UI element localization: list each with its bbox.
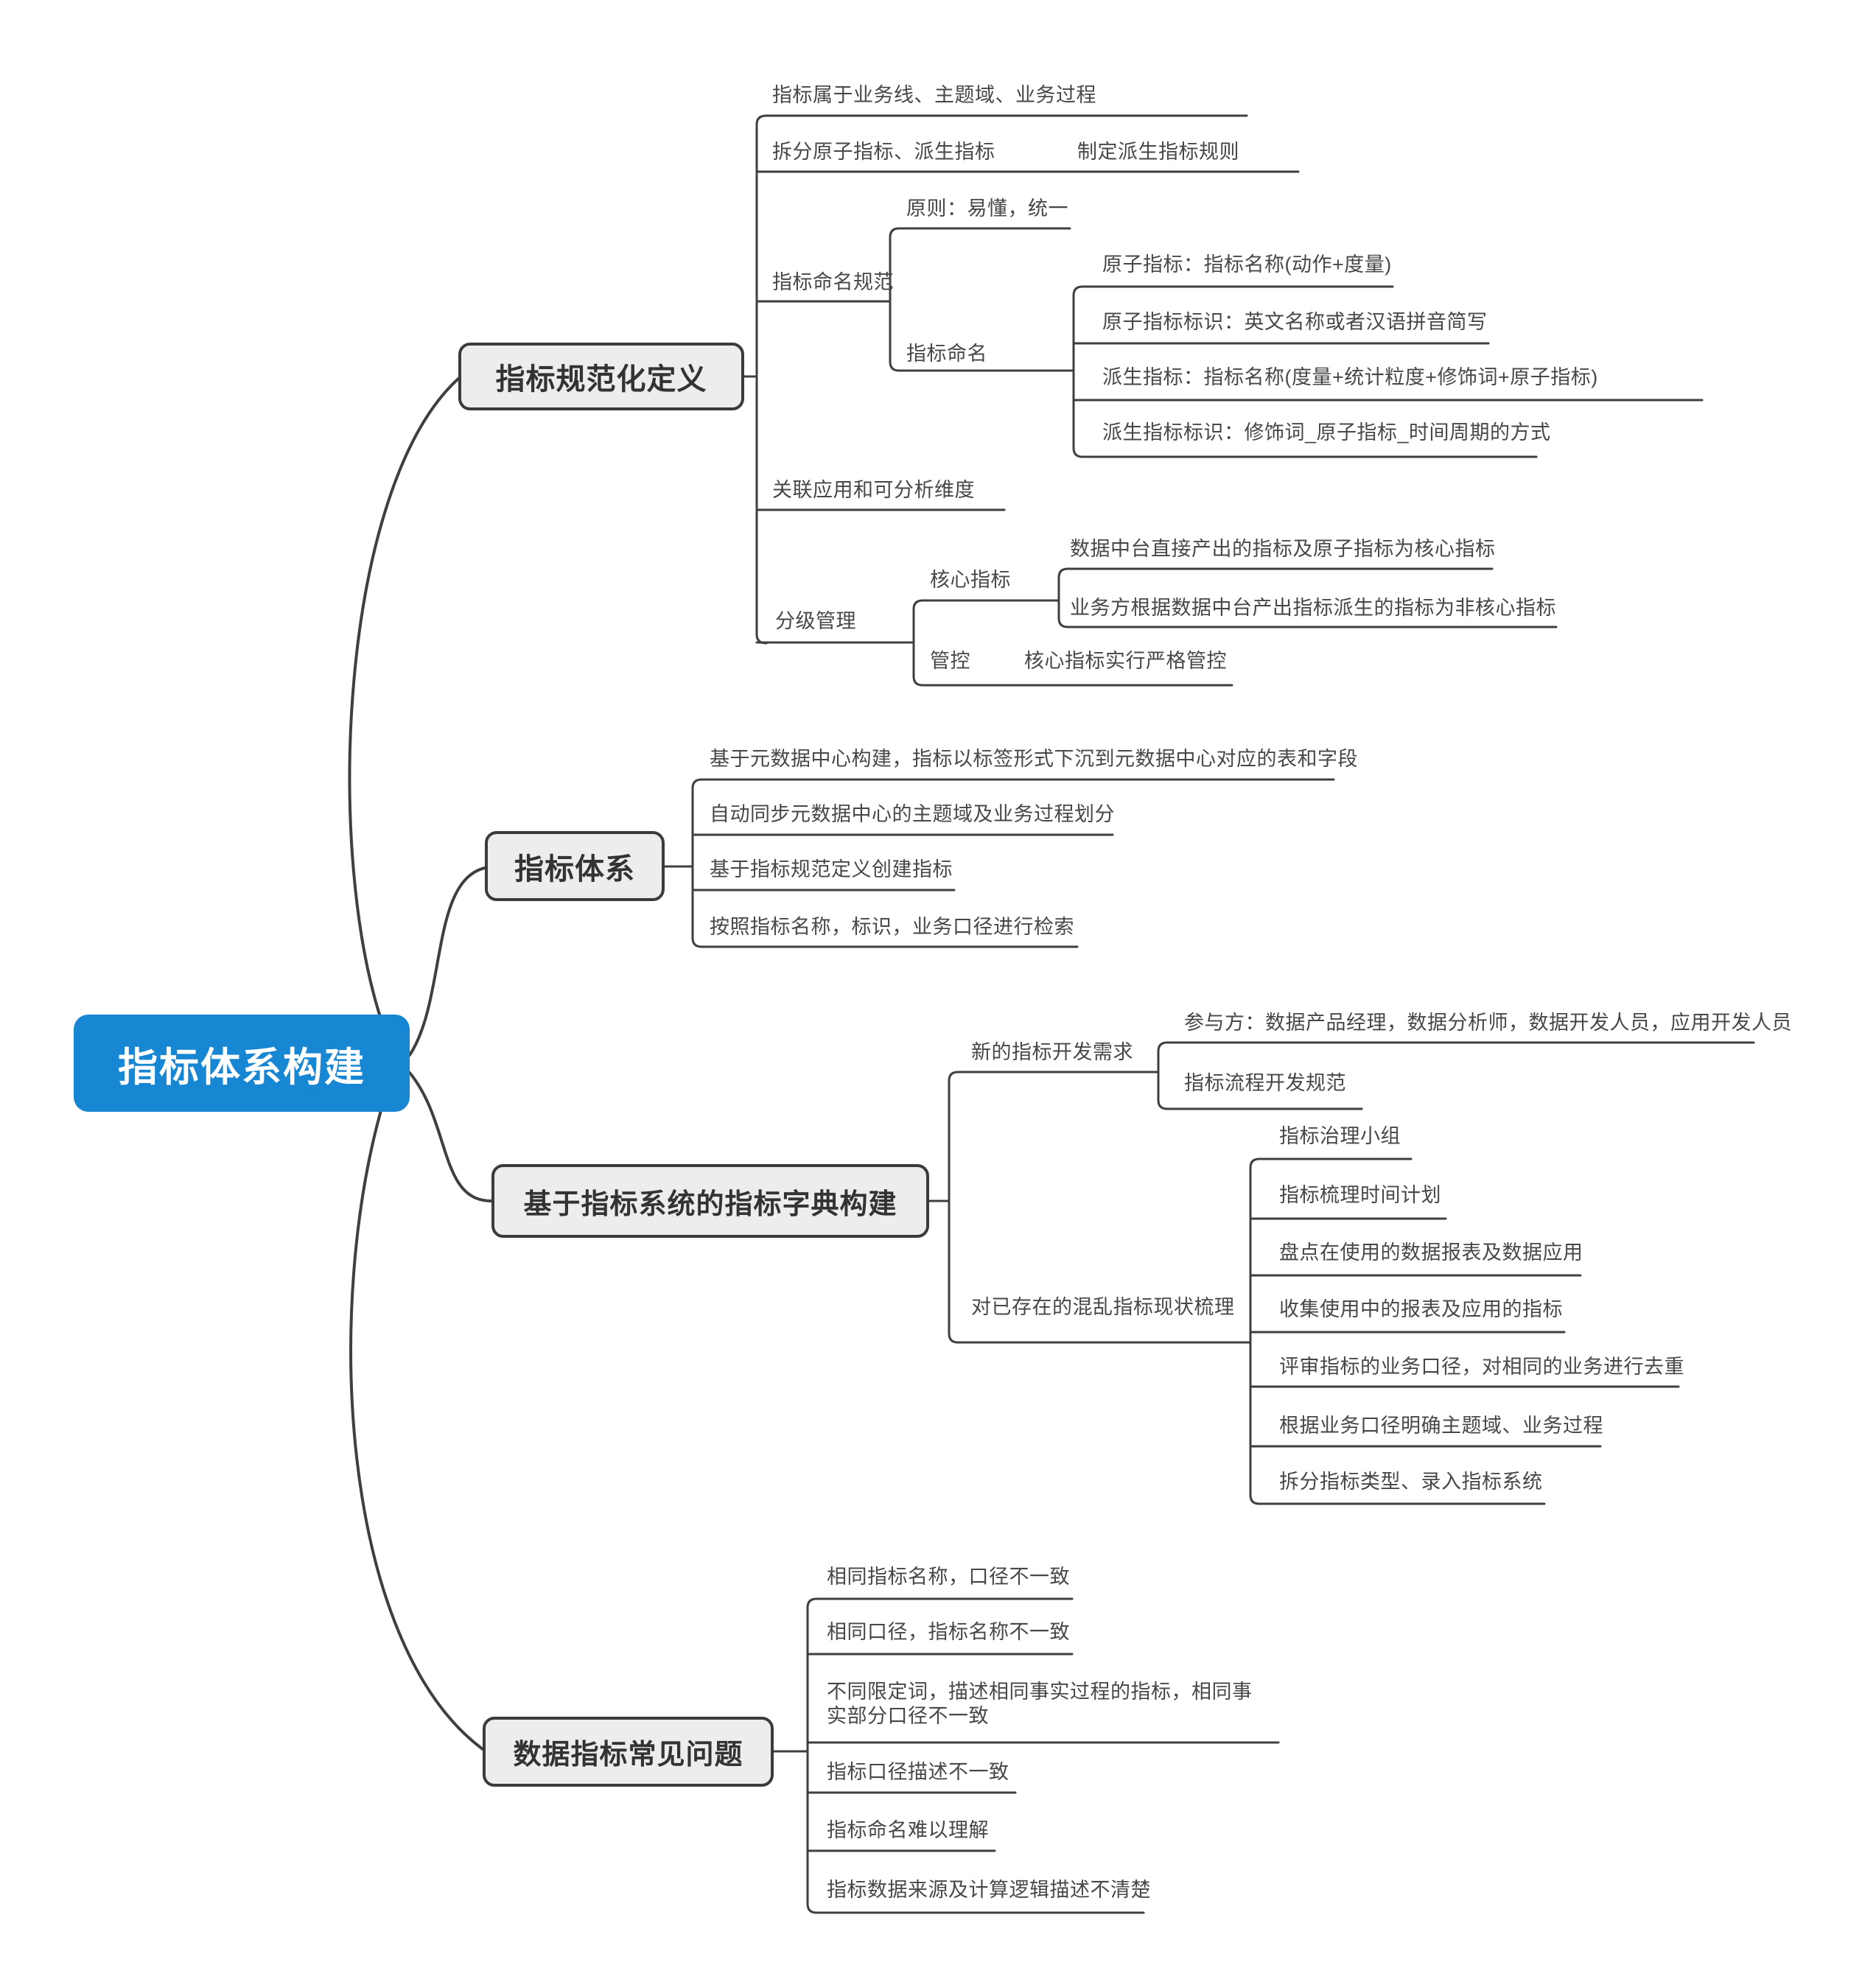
topic-derived-indicator[interactable]: 派生指标：指标名称(度量+统计粒度+修饰词+原子指标) xyxy=(1102,366,1598,388)
branch2-connector-lines xyxy=(663,778,1335,948)
topic-dev-spec[interactable]: 指标流程开发规范 xyxy=(1184,1072,1346,1094)
branch1-connector-lines xyxy=(743,114,1704,687)
topic-problem-3[interactable]: 不同限定词，描述相同事实过程的指标，相同事实部分口径不一致 xyxy=(827,1681,1253,1727)
topic-participants[interactable]: 参与方：数据产品经理，数据分析师，数据开发人员，应用开发人员 xyxy=(1184,1012,1792,1034)
branch-indicator-system[interactable]: 指标体系 xyxy=(485,831,665,901)
root-topic[interactable]: 指标体系构建 xyxy=(74,1015,410,1112)
topic-problem-6[interactable]: 指标数据来源及计算逻辑描述不清楚 xyxy=(827,1879,1151,1901)
topic-step-2[interactable]: 指标梳理时间计划 xyxy=(1279,1184,1441,1206)
topic-sync-metadata[interactable]: 自动同步元数据中心的主题域及业务过程划分 xyxy=(710,803,1115,825)
topic-core-def-2[interactable]: 业务方根据数据中台产出指标派生的指标为非核心指标 xyxy=(1070,597,1556,619)
topic-derived-id[interactable]: 派生指标标识：修饰词_原子指标_时间周期的方式 xyxy=(1102,421,1551,444)
topic-atomic-indicator[interactable]: 原子指标：指标名称(动作+度量) xyxy=(1102,253,1392,276)
topic-derive-rule[interactable]: 制定派生指标规则 xyxy=(1077,141,1239,163)
topic-step-6[interactable]: 根据业务口径明确主题域、业务过程 xyxy=(1279,1415,1603,1437)
topic-related-dimensions[interactable]: 关联应用和可分析维度 xyxy=(772,479,975,501)
topic-problem-1[interactable]: 相同指标名称，口径不一致 xyxy=(827,1566,1070,1588)
topic-step-1[interactable]: 指标治理小组 xyxy=(1279,1125,1401,1147)
branch3-connector-lines xyxy=(928,1041,1755,1505)
topic-naming-spec[interactable]: 指标命名规范 xyxy=(772,271,894,293)
topic-problem-5[interactable]: 指标命名难以理解 xyxy=(827,1819,989,1841)
branch4-connector-lines xyxy=(772,1597,1280,1914)
topic-step-5[interactable]: 评审指标的业务口径，对相同的业务进行去重 xyxy=(1279,1356,1684,1378)
topic-problem-4[interactable]: 指标口径描述不一致 xyxy=(827,1761,1009,1783)
topic-search[interactable]: 按照指标名称，标识，业务口径进行检索 xyxy=(710,916,1074,938)
topic-core-indicator[interactable]: 核心指标 xyxy=(930,569,1011,591)
topic-control-rule[interactable]: 核心指标实行严格管控 xyxy=(1024,650,1227,672)
topic-problem-2[interactable]: 相同口径，指标名称不一致 xyxy=(827,1621,1070,1643)
topic-business-line[interactable]: 指标属于业务线、主题域、业务过程 xyxy=(772,84,1096,106)
topic-create-by-spec[interactable]: 基于指标规范定义创建指标 xyxy=(710,858,953,880)
branch-standardized-definition[interactable]: 指标规范化定义 xyxy=(458,343,744,410)
topic-step-3[interactable]: 盘点在使用的数据报表及数据应用 xyxy=(1279,1241,1583,1264)
topic-new-dev[interactable]: 新的指标开发需求 xyxy=(971,1041,1133,1063)
topic-split-indicators[interactable]: 拆分原子指标、派生指标 xyxy=(772,141,995,163)
topic-grading[interactable]: 分级管理 xyxy=(775,610,856,632)
root-branch-curves xyxy=(348,377,493,1751)
topic-step-7[interactable]: 拆分指标类型、录入指标系统 xyxy=(1279,1471,1543,1493)
topic-cleanup[interactable]: 对已存在的混乱指标现状梳理 xyxy=(971,1296,1235,1318)
topic-metadata-build[interactable]: 基于元数据中心构建，指标以标签形式下沉到元数据中心对应的表和字段 xyxy=(710,748,1358,770)
branch-common-problems[interactable]: 数据指标常见问题 xyxy=(483,1717,774,1787)
topic-step-4[interactable]: 收集使用中的报表及应用的指标 xyxy=(1279,1298,1563,1320)
topic-atomic-id[interactable]: 原子指标标识：英文名称或者汉语拼音简写 xyxy=(1102,311,1488,333)
topic-control[interactable]: 管控 xyxy=(930,650,970,672)
topic-core-def-1[interactable]: 数据中台直接产出的指标及原子指标为核心指标 xyxy=(1070,538,1496,560)
topic-naming-principle[interactable]: 原则：易懂，统一 xyxy=(906,197,1068,220)
branch-indicator-dictionary[interactable]: 基于指标系统的指标字典构建 xyxy=(491,1164,929,1238)
topic-naming[interactable]: 指标命名 xyxy=(906,343,987,365)
